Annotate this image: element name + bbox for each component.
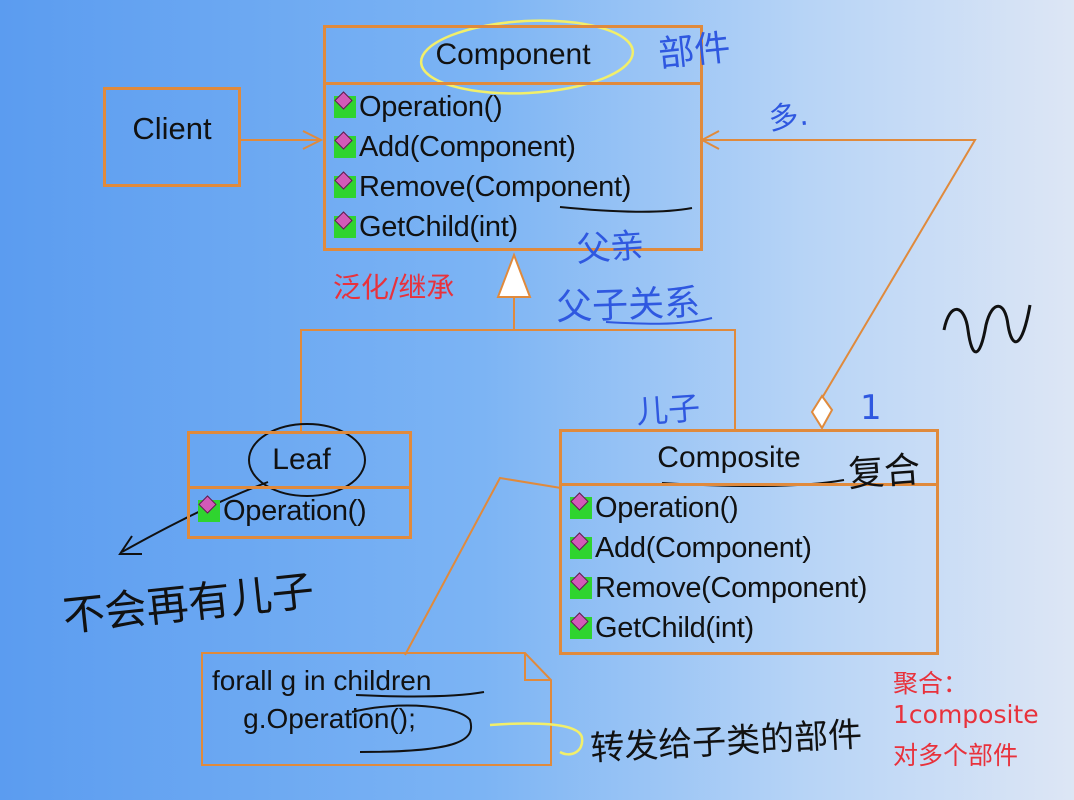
method-icon — [570, 617, 592, 639]
note-line-1: forall g in children — [212, 665, 432, 696]
parent-relation-underline — [605, 317, 713, 325]
remove-underline — [559, 206, 693, 213]
op-label: Remove(Component) — [595, 571, 868, 604]
composite-op-add[interactable]: Add(Component) — [562, 528, 936, 568]
method-icon — [570, 537, 592, 559]
component-class[interactable]: Component Operation() Add(Component) Rem… — [323, 25, 703, 251]
method-icon — [570, 497, 592, 519]
method-icon — [334, 136, 356, 158]
handwritten-composite-note: 复合 — [846, 449, 922, 496]
composite-class[interactable]: Composite Operation() Add(Component) Rem… — [559, 429, 939, 655]
leaf-class[interactable]: Leaf Operation() — [187, 431, 412, 539]
generalization-annotation: 泛化/继承 — [333, 271, 455, 304]
aggregation-annotation-1: 聚合： — [893, 669, 969, 698]
handwritten-multiplicity-many: 多. — [766, 97, 811, 138]
aggregation-annotation-2: 1composite — [893, 700, 1039, 729]
client-class[interactable]: Client — [103, 87, 241, 187]
composite-op-operation[interactable]: Operation() — [562, 488, 936, 528]
note-anchor-line — [404, 476, 562, 656]
component-op-remove[interactable]: Remove(Component) — [326, 167, 700, 207]
association-arrowhead — [302, 130, 324, 150]
op-label: GetChild(int) — [359, 210, 518, 243]
leaf-title-circle — [248, 423, 366, 497]
component-title-circle — [419, 19, 635, 95]
handwritten-parent: 父亲 — [574, 225, 646, 271]
handwritten-parent-child: 父子关系 — [555, 282, 701, 329]
op-label: Remove(Component) — [359, 170, 632, 203]
forward-hook — [489, 722, 584, 756]
aggregation-line — [703, 139, 977, 399]
method-icon — [570, 577, 592, 599]
leaf-operations: Operation() — [190, 489, 409, 531]
aggregation-annotation-3: 对多个部件 — [893, 741, 1019, 770]
composite-op-getchild[interactable]: GetChild(int) — [562, 608, 936, 648]
component-op-operation[interactable]: Operation() — [326, 87, 700, 127]
method-icon — [334, 96, 356, 118]
leaf-pointer-arrowhead — [118, 535, 142, 555]
leaf-op-operation[interactable]: Operation() — [190, 491, 409, 531]
method-icon — [198, 500, 220, 522]
client-label: Client — [132, 111, 212, 146]
component-title: Component — [326, 28, 700, 85]
handwritten-squiggle — [942, 304, 1032, 354]
component-operations: Operation() Add(Component) Remove(Compon… — [326, 85, 700, 247]
handwritten-child: 儿子 — [634, 388, 702, 432]
aggregation-diamond — [810, 394, 834, 430]
generalization-triangle — [496, 252, 532, 298]
op-label: Operation() — [595, 491, 739, 524]
composite-operations: Operation() Add(Component) Remove(Compon… — [562, 486, 936, 648]
note-shape — [201, 652, 552, 766]
leaf-title: Leaf — [190, 434, 409, 489]
component-op-getchild[interactable]: GetChild(int) — [326, 207, 700, 247]
note-line-2: g.Operation(); — [212, 703, 416, 734]
generalization-branch — [300, 329, 736, 432]
op-label: Add(Component) — [595, 531, 812, 564]
handwritten-multiplicity-one: 1 — [860, 388, 882, 428]
op-label: Add(Component) — [359, 130, 576, 163]
method-icon — [334, 216, 356, 238]
method-icon — [334, 176, 356, 198]
children-underline — [355, 691, 485, 698]
op-label: Operation() — [223, 494, 367, 527]
handwritten-component-note: 部件 — [656, 27, 733, 76]
op-label: Operation() — [359, 90, 503, 123]
composite-op-remove[interactable]: Remove(Component) — [562, 568, 936, 608]
note-fold — [524, 653, 551, 681]
op-label: GetChild(int) — [595, 611, 754, 644]
component-op-add[interactable]: Add(Component) — [326, 127, 700, 167]
composite-title: Composite — [562, 432, 936, 486]
operation-bracket — [351, 704, 473, 753]
